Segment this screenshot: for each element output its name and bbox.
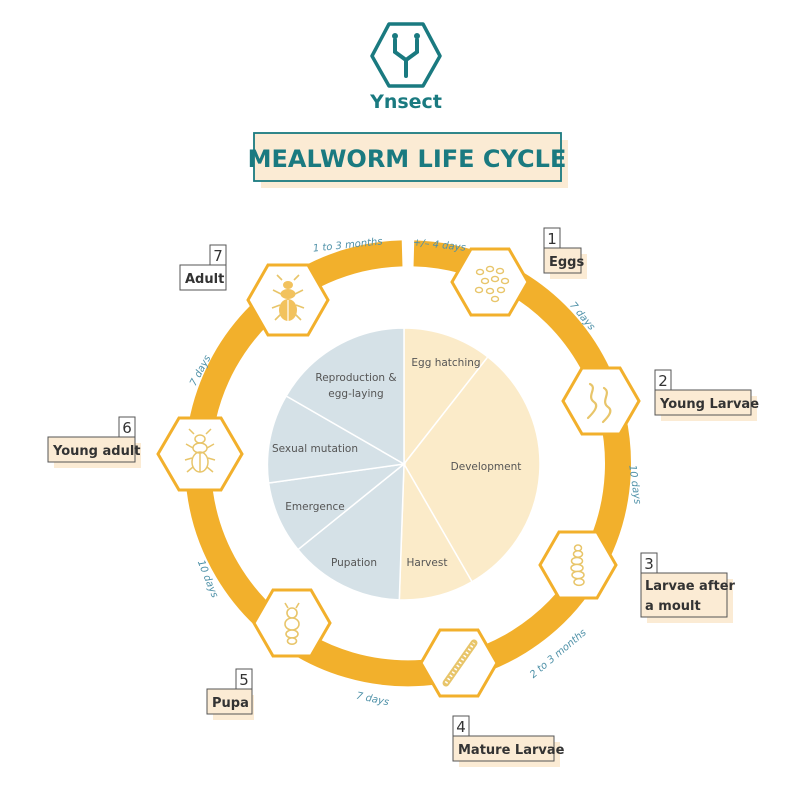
pie-label-egg-hatching: Egg hatching xyxy=(411,357,480,369)
stage-5-callout: 5 Pupa xyxy=(206,668,254,720)
ynsect-y-mark xyxy=(393,38,419,78)
stage-label-box xyxy=(654,389,752,416)
title-box: MEALWORM LIFE CYCLE xyxy=(248,132,568,188)
stage-4-hexagon xyxy=(419,628,499,698)
young-beetle-icon xyxy=(184,428,216,473)
stage-number: 7 xyxy=(213,247,223,265)
stage-number: 1 xyxy=(547,230,557,248)
pie-label-harvest: Harvest xyxy=(407,557,448,569)
stage-4-callout: 4 Mature Larvae xyxy=(452,715,565,767)
stage-label-box xyxy=(179,264,227,291)
stage-label-box xyxy=(452,735,555,762)
stage-number: 2 xyxy=(658,372,668,390)
pie-label-sexual-mutation: Sexual mutation xyxy=(272,443,358,455)
stage-number: 6 xyxy=(122,419,132,437)
stage-3-hexagon xyxy=(538,530,618,600)
stage-label: Young adult xyxy=(52,444,141,459)
stage-number: 5 xyxy=(239,671,249,689)
stage-7-callout: 7 Adult xyxy=(179,244,227,291)
stage-label: Mature Larvae xyxy=(458,743,565,758)
duration-label-stage2-to-3: 10 days xyxy=(626,464,642,505)
stage-number: 3 xyxy=(644,555,654,573)
stage-label-line1: Larvae after xyxy=(645,579,736,594)
life-cycle-ring xyxy=(185,240,631,687)
ynsect-logo: Ynsect xyxy=(369,22,442,113)
pie-segment-development xyxy=(403,355,541,583)
stage-label-line2: a moult xyxy=(645,599,701,614)
pupa-icon xyxy=(284,602,300,645)
pie-label-development: Development xyxy=(451,461,522,473)
stage-1-hexagon xyxy=(450,247,530,317)
pie-label-reproduction-line2: egg-laying xyxy=(328,388,383,400)
pie-segment-reproduction xyxy=(285,327,405,466)
activity-pie-chart: Egg hatching Development Harvest Pupatio… xyxy=(266,327,541,601)
brand-name: Ynsect xyxy=(369,91,442,113)
young-larvae-icon xyxy=(586,382,612,424)
stage-label: Eggs xyxy=(549,255,584,270)
pie-segment-pupation xyxy=(296,462,405,601)
stage-label-box xyxy=(47,436,136,463)
logo-dot-left xyxy=(392,33,398,39)
pie-label-reproduction-line1: Reproduction & xyxy=(315,372,396,384)
stage-label-box xyxy=(640,572,728,618)
logo-dot-right xyxy=(414,33,420,39)
stage-number: 4 xyxy=(456,718,466,736)
pie-label-emergence: Emergence xyxy=(285,501,344,513)
mature-larva-icon xyxy=(442,639,478,687)
stage-2-hexagon xyxy=(561,366,641,436)
pie-label-pupation: Pupation xyxy=(331,557,377,569)
stage-6-hexagon xyxy=(156,416,244,492)
stage-label: Young Larvae xyxy=(659,397,759,412)
stage-label: Adult xyxy=(185,272,224,287)
pie-segment-egg-hatching xyxy=(403,327,489,467)
ynsect-hexagon-logo-icon xyxy=(370,22,442,88)
stage-6-callout: 6 Young adult xyxy=(47,416,141,468)
stage-1-callout: 1 Eggs xyxy=(543,227,587,279)
duration-label-stage4-to-5: 7 days xyxy=(355,691,390,709)
stage-3-callout: 3 Larvae after a moult xyxy=(640,552,736,623)
page-title: MEALWORM LIFE CYCLE xyxy=(248,145,567,173)
stage-5-hexagon xyxy=(252,588,332,658)
adult-beetle-icon xyxy=(271,274,305,321)
pie-segment-sexual-mutation xyxy=(266,394,407,484)
stage-7-hexagon xyxy=(246,263,330,337)
stage-2-callout: 2 Young Larvae xyxy=(654,369,759,421)
stage-label-box xyxy=(206,688,253,715)
stage-label: Pupa xyxy=(212,696,249,711)
eggs-icon xyxy=(474,265,510,303)
stage-label-box xyxy=(543,247,582,274)
larva-moult-icon xyxy=(570,544,585,587)
title-frame xyxy=(253,132,562,182)
